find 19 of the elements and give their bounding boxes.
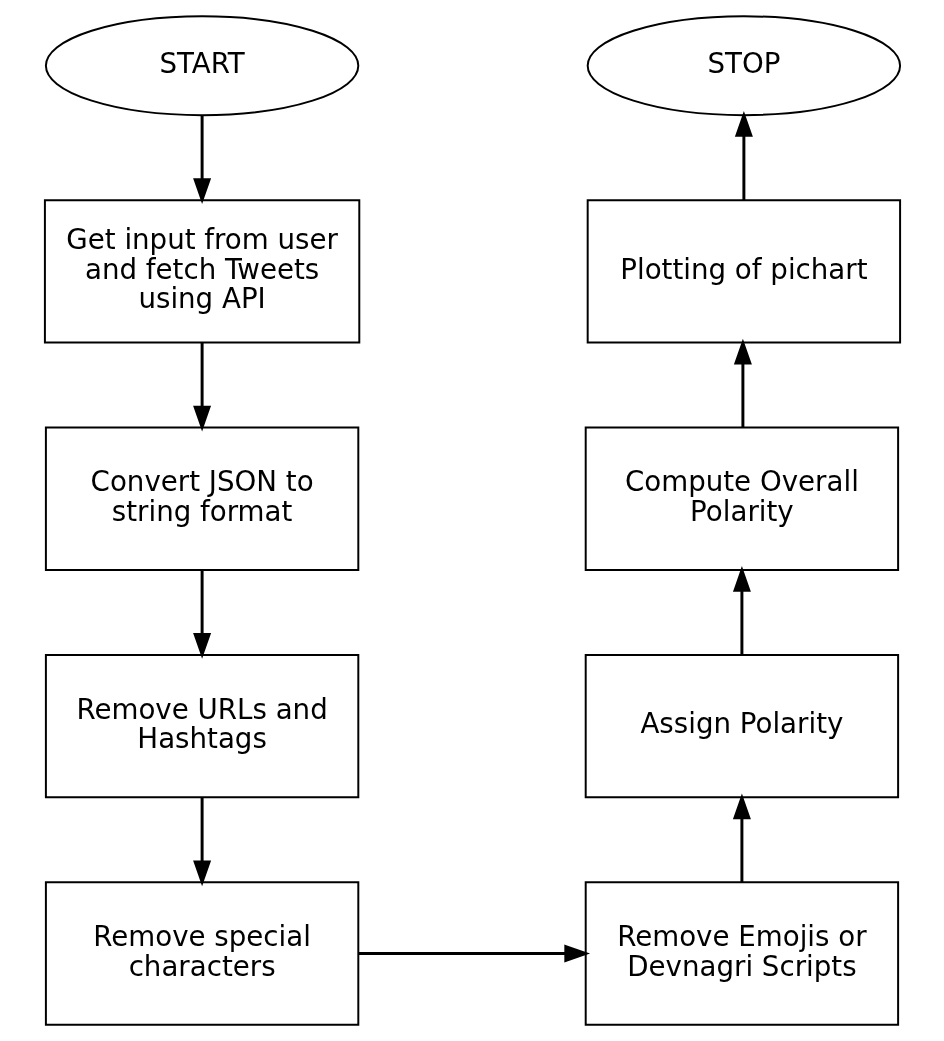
arrow (192, 797, 211, 887)
node-box: Plotting of pichart (586, 199, 901, 344)
arrow (192, 342, 211, 432)
arrow (192, 115, 211, 204)
arrow (732, 793, 751, 883)
node-ellipse: START (44, 15, 359, 117)
node-box: Convert JSON to string format (44, 426, 359, 571)
node-box: Get input from user and fetch Tweets using API (43, 199, 360, 344)
node-box: Remove special characters (44, 881, 359, 1026)
arrow (732, 566, 751, 655)
arrow (358, 944, 590, 963)
arrow (192, 570, 211, 659)
arrow (734, 111, 753, 200)
node-box: Compute Overall Polarity (584, 426, 899, 571)
arrow (733, 338, 752, 428)
node-box: Assign Polarity (584, 653, 899, 799)
node-box: Remove Emojis or Devnagri Scripts (584, 881, 899, 1026)
node-box: Remove URLs and Hashtags (44, 653, 359, 799)
node-ellipse: STOP (586, 15, 901, 117)
